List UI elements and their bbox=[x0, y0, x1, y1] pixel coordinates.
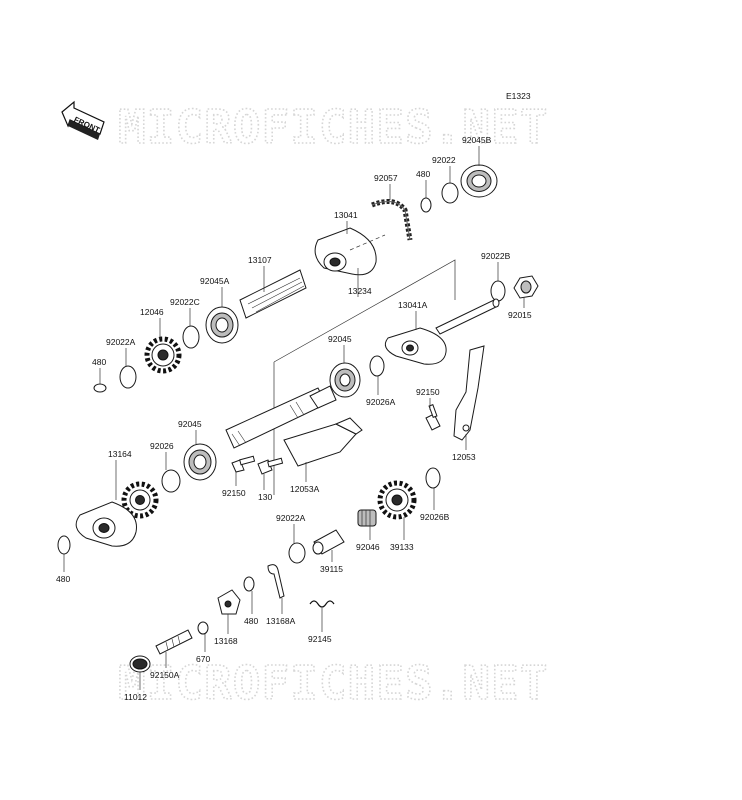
label-92150-right: 92150 bbox=[416, 387, 440, 397]
label-92045b: 92045B bbox=[462, 135, 492, 145]
label-670: 670 bbox=[196, 654, 210, 664]
washer-92026a bbox=[369, 355, 385, 377]
bearing-92045-left bbox=[183, 443, 217, 481]
cam-13041a bbox=[384, 327, 447, 365]
front-arrow-icon: FRONT bbox=[61, 100, 105, 140]
main-shaft-13234 bbox=[225, 385, 337, 449]
label-13041: 13041 bbox=[334, 210, 358, 220]
label-92022c: 92022C bbox=[170, 297, 200, 307]
clip-13168a bbox=[267, 564, 285, 599]
label-13107: 13107 bbox=[248, 255, 272, 265]
bearing-92045a bbox=[205, 306, 239, 344]
bolt-92150-right bbox=[425, 404, 441, 431]
watermark-bottom: MICROFICHES.NET bbox=[118, 656, 548, 710]
label-92057: 92057 bbox=[374, 173, 398, 183]
label-12053: 12053 bbox=[452, 452, 476, 462]
label-92022a-mid: 92022A bbox=[276, 513, 306, 523]
lever-13168 bbox=[217, 589, 241, 615]
bolt-130 bbox=[257, 457, 284, 475]
label-92026: 92026 bbox=[150, 441, 174, 451]
sprocket-12046 bbox=[144, 336, 182, 374]
needle-bearing-92046 bbox=[357, 509, 377, 527]
shaft-39115 bbox=[312, 529, 345, 555]
plate-12053a bbox=[283, 417, 363, 467]
label-92026b: 92026B bbox=[420, 512, 450, 522]
centerline-13041 bbox=[349, 234, 386, 251]
washer-92022 bbox=[441, 182, 459, 204]
bolt-92150a bbox=[155, 629, 193, 655]
label-92145: 92145 bbox=[308, 634, 332, 644]
bearing-92045-mid bbox=[329, 362, 361, 398]
label-13164: 13164 bbox=[108, 449, 132, 459]
washer-92022a-top bbox=[119, 365, 137, 389]
label-13168a: 13168A bbox=[266, 616, 296, 626]
label-92022b: 92022B bbox=[481, 251, 511, 261]
label-11012: 11012 bbox=[124, 692, 147, 702]
spring-92145 bbox=[309, 600, 335, 608]
spline-shaft-13107 bbox=[239, 269, 307, 319]
washer-92022c bbox=[182, 325, 200, 349]
circlip-480-top bbox=[420, 197, 432, 213]
label-92045a: 92045A bbox=[200, 276, 230, 286]
label-92022a-top: 92022A bbox=[106, 337, 136, 347]
cam-13041 bbox=[314, 227, 377, 276]
bolt-92150-mid bbox=[231, 455, 256, 473]
washer-92022b bbox=[490, 280, 506, 302]
label-92045-left: 92045 bbox=[178, 419, 202, 429]
diagram-code: E1323 bbox=[506, 91, 531, 101]
label-92046: 92046 bbox=[356, 542, 380, 552]
ref-line-top bbox=[273, 259, 456, 363]
label-92026a: 92026A bbox=[366, 397, 396, 407]
bearing-92045b bbox=[460, 164, 498, 198]
label-480-lower: 480 bbox=[244, 616, 258, 626]
label-12046: 12046 bbox=[140, 307, 164, 317]
label-39115: 39115 bbox=[320, 564, 343, 574]
label-92150a: 92150A bbox=[150, 670, 180, 680]
label-480-bottom-left: 480 bbox=[56, 574, 70, 584]
cap-11012 bbox=[129, 655, 151, 673]
label-92045-mid: 92045 bbox=[328, 334, 352, 344]
oring-670 bbox=[197, 621, 209, 635]
cam-13164 bbox=[75, 501, 137, 547]
shaft-13041a bbox=[435, 298, 500, 335]
label-480-left: 480 bbox=[92, 357, 106, 367]
label-92022: 92022 bbox=[432, 155, 456, 165]
label-39133: 39133 bbox=[390, 542, 414, 552]
sprocket-13164 bbox=[121, 481, 159, 519]
watermark-top: MICROFICHES.NET bbox=[118, 100, 548, 154]
circlip-480-left bbox=[93, 383, 107, 393]
label-130: 130 bbox=[258, 492, 272, 502]
washer-92026 bbox=[161, 469, 181, 493]
label-92015: 92015 bbox=[508, 310, 532, 320]
gear-39133 bbox=[377, 480, 417, 520]
washer-92026b bbox=[425, 467, 441, 489]
circlip-480-lower bbox=[243, 576, 255, 592]
label-13041a: 13041A bbox=[398, 300, 428, 310]
label-13168: 13168 bbox=[214, 636, 238, 646]
bracket-12053 bbox=[453, 345, 485, 441]
label-480-top: 480 bbox=[416, 169, 430, 179]
label-92150-mid: 92150 bbox=[222, 488, 246, 498]
nut-92015 bbox=[513, 275, 539, 299]
washer-92022a-mid bbox=[288, 542, 306, 564]
circlip-480-bottom-left bbox=[57, 535, 71, 555]
label-13234: 13234 bbox=[348, 286, 372, 296]
label-12053a: 12053A bbox=[290, 484, 320, 494]
chain-92057 bbox=[371, 198, 413, 241]
